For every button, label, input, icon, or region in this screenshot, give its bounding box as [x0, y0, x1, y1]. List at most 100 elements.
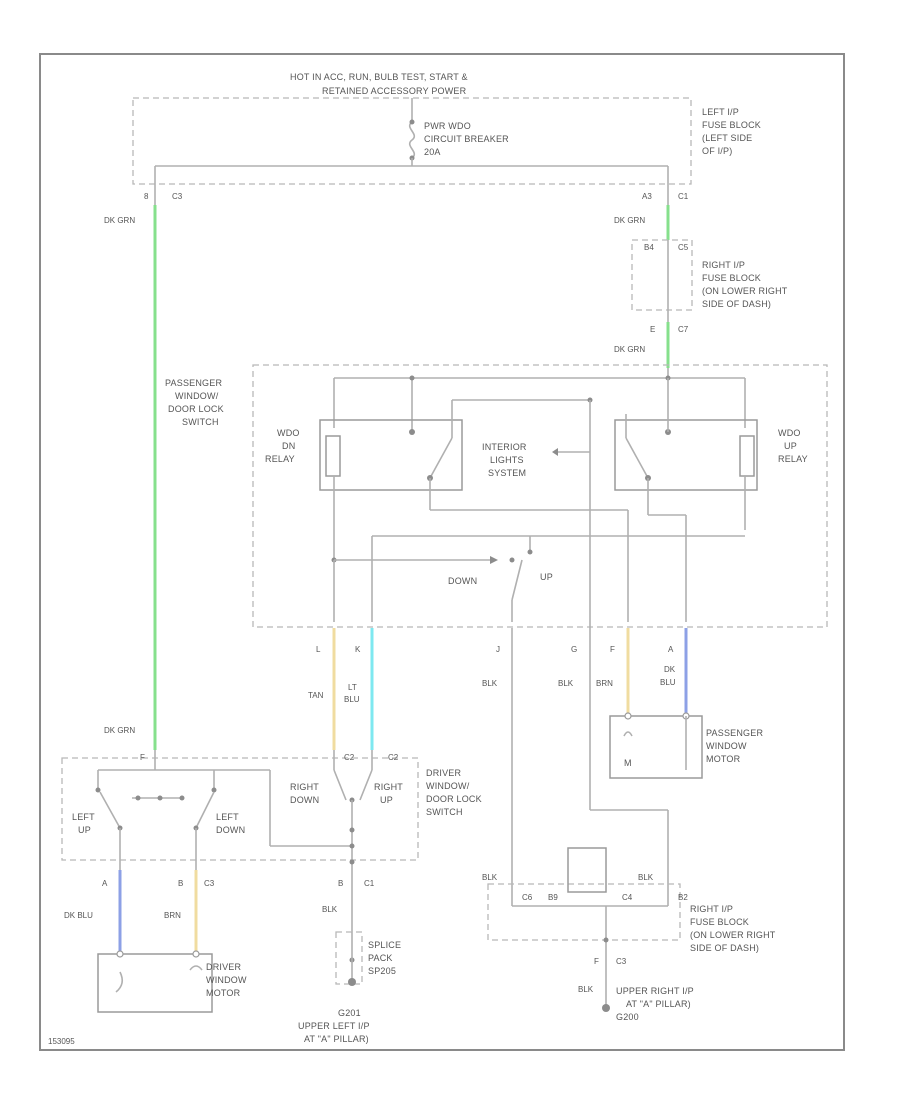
pmotor-label-3: MOTOR: [706, 754, 741, 764]
circuit-breaker-symbol: [408, 121, 416, 159]
psw-label-3: DOOR LOCK: [168, 404, 224, 414]
rip-conn1: C5: [678, 243, 689, 252]
ground-g201-symbol: [348, 978, 356, 986]
dk-grn-label-bottom-left: DK GRN: [104, 726, 135, 735]
dk-blu-label-1: DK: [664, 665, 676, 674]
left-up-label-1: LEFT: [72, 812, 95, 822]
top-left-pin: 8: [144, 192, 149, 201]
dsw-label-1: DRIVER: [426, 768, 462, 778]
right-up-label-1: RIGHT: [374, 782, 403, 792]
right-ip-fuse-block-outline-top: [631, 239, 693, 311]
rf-label-2: FUSE BLOCK: [690, 917, 749, 927]
brn-label-driver: BRN: [164, 911, 181, 920]
rip-pin1: B4: [644, 243, 654, 252]
rip-conn2: C7: [678, 325, 689, 334]
dsw-bottom-c3: C3: [204, 879, 215, 888]
rip-label-1: RIGHT I/P: [702, 260, 745, 270]
dk-grn-label-top-right: DK GRN: [614, 216, 645, 225]
right-fuse-bridge: [567, 847, 607, 893]
dsw-label-4: SWITCH: [426, 807, 463, 817]
breaker-label-3: 20A: [424, 147, 441, 157]
wdo-up-relay-box: [614, 419, 758, 491]
dk-blu-label-driver: DK BLU: [64, 911, 93, 920]
wdo-dn-relay-box: [319, 419, 463, 491]
interior-label-1: INTERIOR: [482, 442, 527, 452]
diagram-frame: [39, 53, 845, 1051]
dsw-bottom-a: A: [102, 879, 108, 888]
driver-motor-box: [97, 953, 213, 1013]
right-down-label-2: DOWN: [290, 795, 319, 805]
splice-label-2: PACK: [368, 953, 393, 963]
up-relay-label-1: WDO: [778, 428, 801, 438]
ground-pin: F: [594, 957, 599, 966]
dsw-c2-a: C2: [344, 753, 355, 762]
blk-label-j: BLK: [482, 679, 498, 688]
psw-pin-g: G: [571, 645, 577, 654]
right-down-switch: [333, 769, 347, 801]
wdo-up-relay-switch: [625, 437, 649, 479]
dsw-bottom-b: B: [178, 879, 183, 888]
brn-label-f: BRN: [596, 679, 613, 688]
rip-pin2: E: [650, 325, 655, 334]
left-up-switch: [99, 791, 121, 829]
tan-label: TAN: [308, 691, 324, 700]
blk-label-g: BLK: [558, 679, 574, 688]
passenger-motor-box: [609, 715, 703, 779]
dk-grn-label-top-left: DK GRN: [104, 216, 135, 225]
right-ip-fuse-block-outline-bottom: [487, 883, 681, 941]
lt-blu-label-2: BLU: [344, 695, 360, 704]
dk-blu-label-2: BLU: [660, 678, 676, 687]
rip-label-2: FUSE BLOCK: [702, 273, 761, 283]
ground-right-3: G200: [616, 1012, 639, 1022]
dn-relay-label-3: RELAY: [265, 454, 295, 464]
fuse-block-label-1: LEFT I/P: [702, 107, 739, 117]
up-down-switch-lever: [511, 559, 523, 601]
ground-right-1: UPPER RIGHT I/P: [616, 986, 694, 996]
interior-label-3: SYSTEM: [488, 468, 526, 478]
splice-label-3: SP205: [368, 966, 396, 976]
wdo-up-relay-coil: [739, 435, 755, 477]
psw-pin-l: L: [316, 645, 321, 654]
up-label: UP: [540, 572, 553, 582]
blk-label-rf-left: BLK: [482, 873, 498, 882]
pmotor-label-1: PASSENGER: [706, 728, 763, 738]
rf-label-3: (ON LOWER RIGHT: [690, 930, 776, 940]
wdo-dn-relay-switch: [429, 437, 453, 479]
dn-relay-label-1: WDO: [277, 428, 300, 438]
blk-label-ground: BLK: [578, 985, 594, 994]
psw-label-4: SWITCH: [182, 417, 219, 427]
dsw-label-3: DOOR LOCK: [426, 794, 482, 804]
dmotor-label-3: MOTOR: [206, 988, 241, 998]
power-header: HOT IN ACC, RUN, BULB TEST, START &: [290, 72, 468, 82]
interior-label-2: LIGHTS: [490, 455, 524, 465]
left-ip-fuse-block-outline: [132, 97, 692, 185]
wdo-dn-relay-coil: [325, 435, 341, 477]
lt-blu-label-1: LT: [348, 683, 357, 692]
dmotor-label-2: WINDOW: [206, 975, 247, 985]
blk-label-driver: BLK: [322, 905, 338, 914]
right-down-label-1: RIGHT: [290, 782, 319, 792]
ground-left-1: G201: [338, 1008, 361, 1018]
fuse-block-label-3: (LEFT SIDE: [702, 133, 752, 143]
splice-pack-outline: [335, 931, 363, 985]
rf-pin-c6: C6: [522, 893, 533, 902]
ground-left-2: UPPER LEFT I/P: [298, 1021, 370, 1031]
rf-label-4: SIDE OF DASH): [690, 943, 759, 953]
footer-code: 153095: [48, 1037, 75, 1046]
right-up-switch: [359, 769, 373, 801]
rf-pin-b9: B9: [548, 893, 558, 902]
rip-label-4: SIDE OF DASH): [702, 299, 771, 309]
dsw-label-2: WINDOW/: [426, 781, 470, 791]
splice-label-1: SPLICE: [368, 940, 401, 950]
rf-pin-c4: C4: [622, 893, 633, 902]
dk-grn-label-mid-right: DK GRN: [614, 345, 645, 354]
passenger-motor-symbol: M: [624, 758, 632, 768]
psw-pin-k: K: [355, 645, 361, 654]
dsw-bottom-c1: C1: [364, 879, 375, 888]
ground-g200-symbol: [602, 1004, 610, 1012]
psw-pin-j: J: [496, 645, 500, 654]
ground-conn: C3: [616, 957, 627, 966]
right-up-label-2: UP: [380, 795, 393, 805]
passenger-switch-outline: [252, 364, 828, 628]
driver-switch-outline: [61, 757, 419, 861]
